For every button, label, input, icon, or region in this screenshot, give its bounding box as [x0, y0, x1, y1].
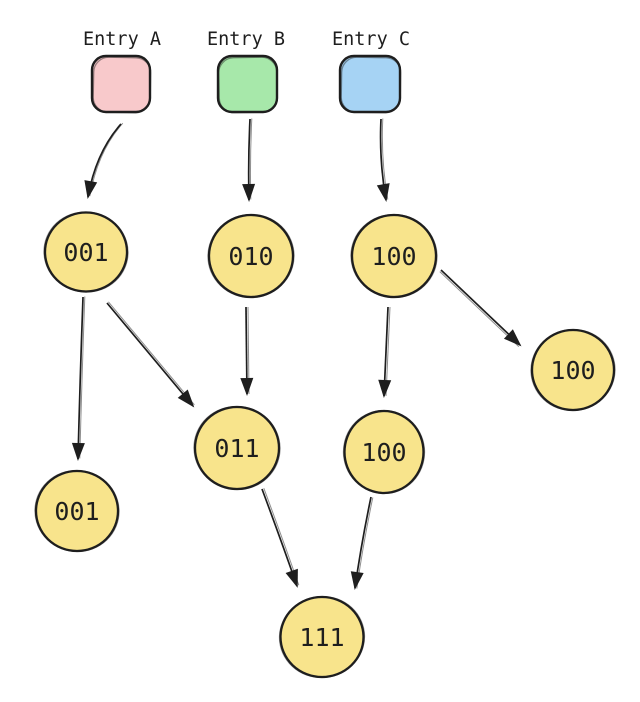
node-100-right-label: 100	[550, 356, 595, 385]
node-100-mid: 100	[342, 409, 426, 495]
node-001-bottom: 001	[34, 469, 120, 553]
edge-node-001-to-node-011	[106, 301, 195, 408]
edge-entry-a-to-node-001	[84, 122, 124, 199]
node-111-label: 111	[299, 623, 344, 652]
node-010-label: 010	[228, 242, 273, 271]
edge-entry-b-to-node-010	[242, 118, 256, 202]
entry-c-box	[338, 54, 402, 114]
node-100-right: 100	[530, 328, 616, 412]
node-001-label: 001	[63, 238, 108, 267]
edge-node-011-to-node-111	[261, 488, 300, 588]
node-100-label: 100	[371, 242, 416, 271]
entry-a-box	[90, 54, 152, 114]
node-011: 011	[193, 405, 281, 491]
node-001-bottom-label: 001	[54, 497, 99, 526]
edge-node-001-to-node-001-bottom	[71, 296, 86, 461]
edge-node-100-mid-to-node-111	[350, 496, 374, 590]
node-011-label: 011	[214, 434, 259, 463]
node-100: 100	[350, 213, 438, 299]
node-100-mid-label: 100	[361, 438, 406, 467]
edge-node-100-to-node-100-right	[439, 269, 522, 347]
node-010: 010	[207, 213, 295, 299]
node-001: 001	[43, 211, 129, 293]
entry-a-label: Entry A	[83, 29, 161, 50]
edge-entry-c-to-node-100	[376, 118, 390, 202]
edge-node-010-to-node-011	[240, 306, 254, 396]
entry-c-label: Entry C	[332, 29, 410, 50]
node-111: 111	[278, 595, 366, 679]
entry-b-box	[216, 54, 279, 114]
entry-b-label: Entry B	[207, 29, 285, 50]
edge-node-100-to-node-100-mid	[378, 306, 392, 398]
